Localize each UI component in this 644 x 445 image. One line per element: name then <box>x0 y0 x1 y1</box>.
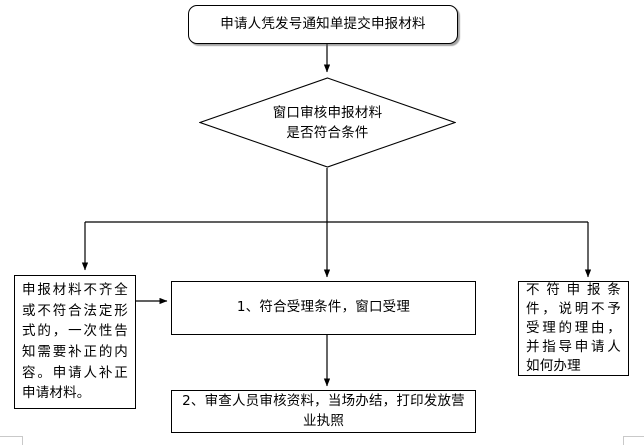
node-incomplete-materials[interactable]: 申报材料不齐全或不符合法定形式的，一次性告知需要补正的内容。申请人补正申请材料。 <box>14 275 136 409</box>
node-accept-application[interactable]: 1、符合受理条件，窗口受理 <box>171 281 476 335</box>
node-issue-license[interactable]: 2、审查人员审核资料，当场办结，打印发放营业执照 <box>171 390 476 433</box>
node-incomplete-materials-label: 申报材料不齐全或不符合法定形式的，一次性告知需要补正的内容。申请人补正申请材料。 <box>22 282 128 402</box>
node-start-submit-materials[interactable]: 申请人凭发号通知单提交申报材料 <box>188 5 458 44</box>
edge-decision-to-bus <box>85 168 588 223</box>
node-decision-review-materials[interactable]: 窗口审核申报材料 是否符合条件 <box>199 77 456 168</box>
node-reject-application[interactable]: 不符申报条件，说明不予受理的理由，并指导申请人如何办理 <box>518 281 629 376</box>
page-crop-mark-left <box>0 436 23 445</box>
node-accept-application-label: 1、符合受理条件，窗口受理 <box>236 299 411 316</box>
node-issue-license-label: 2、审查人员审核资料，当场办结，打印发放营业执照 <box>182 393 465 429</box>
node-start-label: 申请人凭发号通知单提交申报材料 <box>220 15 426 32</box>
diamond-shape <box>199 77 456 168</box>
page-crop-mark-right <box>623 436 644 445</box>
node-decision-label: 窗口审核申报材料 是否符合条件 <box>272 105 383 141</box>
node-reject-application-label: 不符申报条件，说明不予受理的理由，并指导申请人如何办理 <box>526 281 621 375</box>
